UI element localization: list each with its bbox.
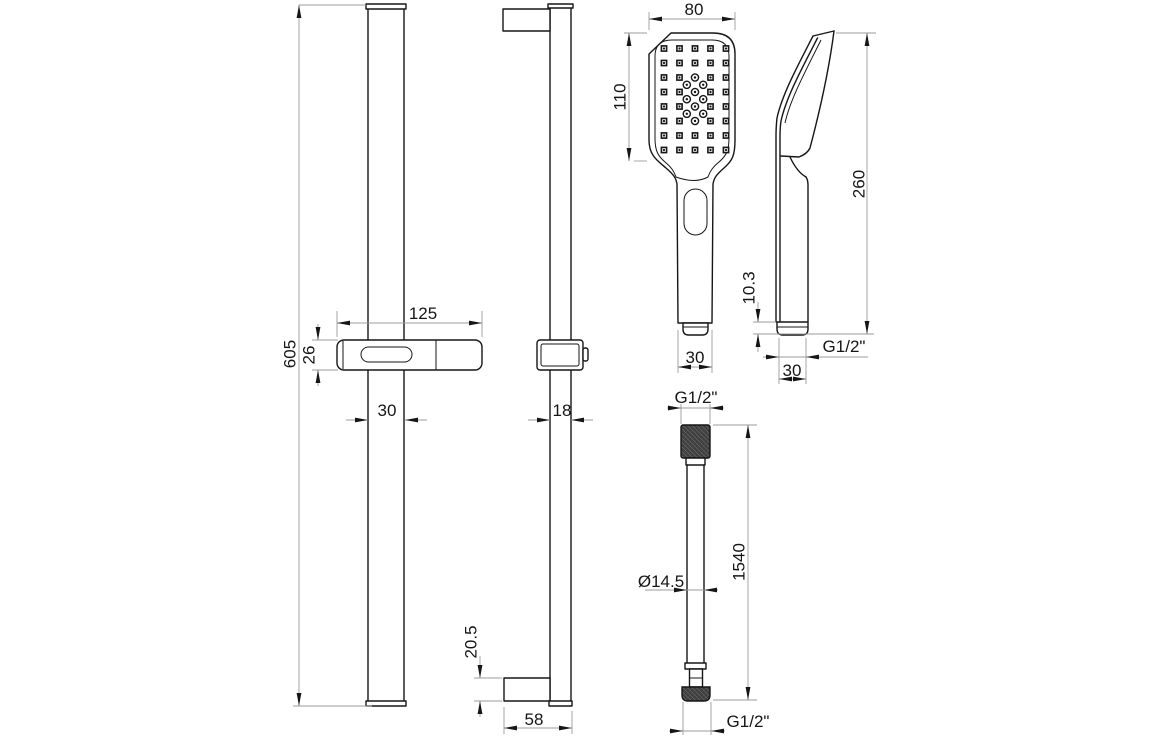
slider-slot bbox=[360, 346, 413, 363]
dim-label-slider-width: 125 bbox=[409, 304, 437, 323]
handle-mode-button bbox=[683, 188, 708, 236]
dim-label-rail-height: 605 bbox=[280, 340, 299, 368]
dim-label-hose-length: 1540 bbox=[729, 543, 748, 581]
dim-label-face-height: 110 bbox=[610, 83, 629, 110]
rail-top-cap bbox=[365, 3, 407, 10]
dim-label-connector-height: 10.3 bbox=[739, 271, 758, 304]
handset-side-inner-left bbox=[779, 37, 819, 323]
dim-label-hose-diameter: Ø14.5 bbox=[638, 572, 684, 591]
dim-label-rail-depth: 18 bbox=[553, 401, 572, 420]
slider-body bbox=[336, 339, 483, 371]
hose-bottom-nut bbox=[681, 686, 711, 702]
dim-label-handle-width: 30 bbox=[686, 348, 705, 367]
dim-label-bracket-depth: 58 bbox=[525, 710, 544, 729]
dim-label-slider-height: 26 bbox=[299, 346, 318, 365]
thumb-rest-curve bbox=[789, 156, 807, 178]
handset-side-view: 260 10.3 G1/2" 30 bbox=[739, 30, 876, 384]
slide-rail-side-view: 18 20.5 58 bbox=[461, 3, 593, 734]
handset-side-right-edge bbox=[780, 30, 835, 158]
dim-label-head-width: 80 bbox=[685, 0, 704, 19]
hose-top-collar bbox=[685, 457, 706, 466]
handset-side-connector-nut bbox=[776, 321, 809, 336]
handset-side-top-edge bbox=[812, 30, 835, 37]
hose-bottom-collar bbox=[684, 662, 707, 670]
dimension-arrowheads bbox=[296, 5, 870, 734]
handset-connector-nut bbox=[682, 322, 709, 336]
dim-label-rail-width: 30 bbox=[378, 401, 397, 420]
shower-hose-view: G1/2" Ø14.5 1540 G1/2" bbox=[638, 388, 770, 735]
top-wall-bracket bbox=[502, 8, 551, 32]
dim-label-handset-height: 260 bbox=[849, 170, 868, 198]
rail-side-bottom-cap bbox=[548, 700, 573, 707]
spray-nozzle-grid bbox=[660, 45, 730, 154]
rail-slider-side bbox=[536, 339, 589, 371]
dim-label-bracket-thickness: 20.5 bbox=[461, 625, 480, 658]
dim-label-thread-size: G1/2" bbox=[823, 337, 866, 356]
slider-lock-button bbox=[582, 347, 589, 362]
handle-side-right-edge bbox=[805, 176, 809, 323]
rail-side-top-cap bbox=[547, 3, 574, 9]
slide-rail-front-view: 605 125 26 30 bbox=[280, 3, 483, 707]
handset-side-dimension-lines bbox=[753, 32, 876, 384]
dim-label-connector-width: 30 bbox=[783, 361, 802, 380]
dim-label-hose-bottom-thread: G1/2" bbox=[727, 712, 770, 731]
hose-top-nut bbox=[680, 424, 711, 459]
slider-side-inner bbox=[540, 343, 580, 367]
dim-label-hose-top-thread: G1/2" bbox=[675, 388, 718, 407]
bottom-wall-bracket bbox=[503, 677, 551, 702]
handset-side-face-edge bbox=[784, 39, 822, 124]
rail-bottom-cap bbox=[365, 700, 407, 707]
handset-front-view: 80 110 30 bbox=[610, 0, 736, 373]
rail-slider-front bbox=[336, 339, 483, 371]
handset-side-outer-left bbox=[775, 35, 814, 323]
